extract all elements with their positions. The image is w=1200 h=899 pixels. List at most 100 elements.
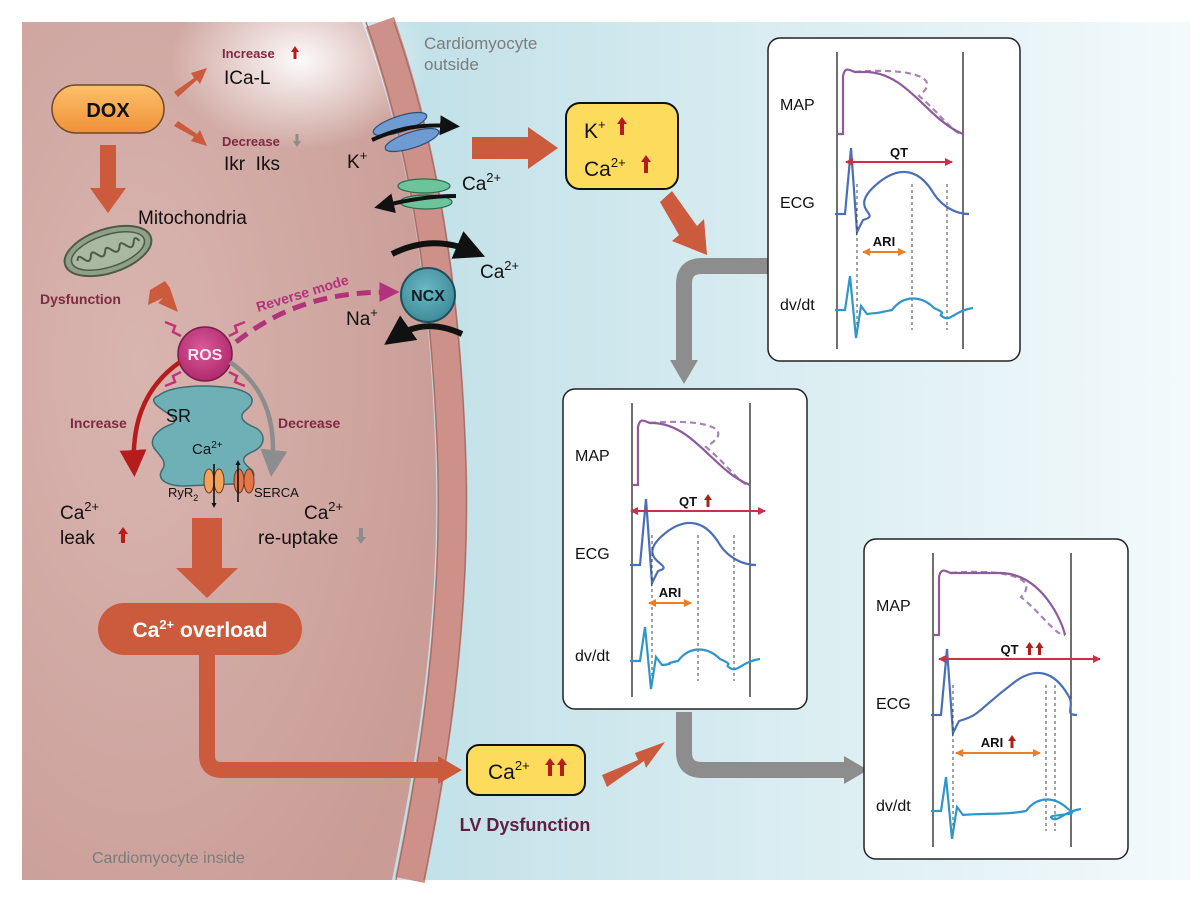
up-arrow-icon	[1008, 735, 1016, 748]
k-up-label: K+	[584, 117, 606, 143]
up-arrow-icon	[1035, 642, 1044, 655]
ikr-decrease-tag: Decrease	[222, 134, 280, 149]
k-ion-label: K+	[347, 148, 367, 173]
panel1-to-panel2-flow	[676, 258, 770, 362]
map-label: MAP	[876, 598, 911, 615]
dvdt-label: dv/dt	[876, 798, 911, 815]
ros-increase-arrow	[119, 360, 182, 477]
arrowhead	[670, 360, 698, 384]
ca2-double-up-box	[466, 744, 586, 796]
ca-ion-label: Ca2+	[462, 170, 501, 195]
ros-label: ROS	[188, 347, 223, 364]
up-arrow-icon	[118, 527, 128, 543]
panel-frame	[767, 37, 1021, 362]
ros-node	[177, 326, 233, 382]
light-glow	[170, 0, 430, 150]
ca-overload-label: Ca2+ overload	[132, 617, 267, 642]
map-trace	[837, 68, 964, 136]
mito-to-ros-arrow	[148, 281, 178, 312]
reuptake-word: re-uptake	[258, 528, 338, 549]
ros-decrease-arrow	[228, 360, 288, 477]
dvdt-label: dv/dt	[780, 297, 815, 314]
map-baseline-trace	[854, 69, 964, 136]
map-trace	[933, 569, 1067, 637]
ncx-ca-label: Ca2+	[480, 258, 519, 283]
inside-label: Cardiomyocyte inside	[92, 850, 245, 867]
map-label: MAP	[575, 448, 610, 465]
electrophysiology-panels: MAPECGdv/dtQTARIMAPECGdv/dtQTARIMAPECGdv…	[562, 37, 1129, 860]
ari-label: ARI	[659, 585, 681, 600]
panel-frame	[863, 538, 1129, 860]
serca-pump	[233, 468, 255, 494]
dox-node	[51, 84, 165, 134]
mitochondria-icon	[63, 224, 153, 278]
ros-sparks	[164, 320, 246, 388]
qt-label: QT	[679, 494, 697, 509]
arrowhead	[438, 756, 462, 784]
down-arrow-icon	[356, 528, 366, 544]
panel-frame	[562, 388, 808, 710]
ncx-ca-arrow	[390, 231, 486, 259]
up-arrow-icon	[1025, 642, 1034, 655]
dvdt-trace	[835, 275, 974, 339]
ca-leak-label: Ca2+	[60, 499, 99, 524]
box-to-panel-arrow	[660, 191, 707, 255]
dysfunction-label: Dysfunction	[40, 291, 121, 307]
k-ca-box	[565, 102, 679, 190]
dvdt-trace	[630, 626, 761, 690]
up-arrow-icon	[291, 46, 299, 59]
sr-ca-label: Ca2+	[192, 440, 223, 458]
ecg-trace	[835, 147, 970, 237]
ecg-label: ECG	[780, 195, 815, 212]
ca2-label: Ca2+	[488, 758, 530, 784]
dvdt-label: dv/dt	[575, 648, 610, 665]
map-trace	[632, 419, 751, 487]
dox-to-ikr-arrow	[174, 121, 207, 146]
ca-up-label: Ca2+	[584, 155, 626, 181]
ca2-to-panel-arrow	[602, 742, 665, 787]
na-ion-label: Na+	[346, 305, 378, 330]
overload-to-ca2-arrow	[199, 655, 440, 778]
ryr2-channel	[203, 468, 225, 494]
map-label: MAP	[780, 97, 815, 114]
reverse-mode-arrow	[234, 282, 400, 344]
ari-label: ARI	[981, 735, 1003, 750]
qt-label: QT	[1000, 642, 1018, 657]
k-efflux-arrow	[371, 115, 460, 142]
ecg-label: ECG	[876, 696, 911, 713]
ca-reuptake-label: Ca2+	[304, 499, 343, 524]
lv-dysfunction-label: LV Dysfunction	[460, 815, 591, 835]
ecg-trace	[931, 648, 1078, 738]
arrowhead	[844, 756, 868, 784]
serca-label: SERCA	[254, 485, 299, 500]
ncx-label: NCX	[411, 288, 445, 305]
ryr-label: RyR2	[168, 485, 198, 503]
ep-panel-3: MAP ECG dv/dt QT ARI	[863, 538, 1129, 860]
decrease-label: Decrease	[278, 415, 340, 431]
dox-to-ica-arrow	[174, 68, 207, 97]
panel2-to-panel3-flow	[676, 712, 846, 778]
qt-label: QT	[890, 145, 908, 160]
dox-to-mito-arrow	[90, 145, 126, 213]
ecg-trace	[630, 498, 757, 588]
channel-to-box-arrow	[472, 127, 558, 169]
increase-label: Increase	[70, 415, 127, 431]
ep-panel-2: MAP ECG dv/dt QT ARI	[562, 388, 808, 710]
ari-label: ARI	[873, 234, 895, 249]
double-up-arrow-icon	[545, 758, 567, 776]
ecg-label: ECG	[575, 546, 610, 563]
sr-label: SR	[166, 406, 191, 426]
mitochondria-label: Mitochondria	[138, 208, 247, 229]
ncx-na-arrow	[384, 315, 464, 345]
down-arrow-icon	[293, 134, 301, 147]
dvdt-trace	[931, 776, 1082, 840]
leak-word: leak	[60, 528, 95, 549]
up-arrow-icon	[617, 117, 627, 135]
k-channel	[372, 111, 440, 153]
ncx-exchanger	[400, 267, 456, 323]
up-arrow-icon	[641, 155, 651, 173]
up-arrow-icon	[704, 494, 712, 507]
sr-to-overload-arrow	[176, 518, 238, 598]
